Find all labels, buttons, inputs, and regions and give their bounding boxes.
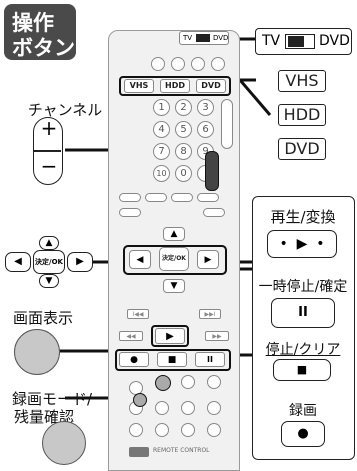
dpad-callout: ▲ ◀ 決定/OK ▶ ▼ (3, 236, 93, 288)
rec-label: 録画 (289, 403, 317, 419)
remote-round-button-4[interactable] (211, 57, 225, 71)
remote-help-button[interactable] (171, 57, 185, 71)
remote-switch-dvd: DVD (213, 34, 229, 42)
remote-oval-5[interactable] (119, 208, 141, 217)
screen-display-label: 画面表示 (12, 309, 73, 327)
dpad-enter-key: 決定/OK (33, 250, 65, 274)
remote-round-button-1[interactable] (151, 57, 165, 71)
remote-lower-btn-12[interactable] (207, 423, 221, 437)
remote-oval-1[interactable] (119, 193, 141, 202)
remote-skip-forward[interactable]: ▶▶I (199, 309, 221, 319)
remote-channel-rocker[interactable] (205, 151, 219, 191)
remote-play-button[interactable]: ▶ (155, 328, 185, 344)
dvd-label: DVD (278, 138, 326, 160)
remote-lower-btn-10[interactable] (155, 423, 169, 437)
dpad-up-key: ▲ (39, 236, 59, 250)
remote-lower-btn-8[interactable] (207, 401, 221, 415)
remote-fast-forward[interactable]: ▶▶ (205, 331, 229, 341)
rec-key: ● (281, 421, 325, 447)
switch-track (285, 34, 315, 49)
remote-oval-6[interactable] (203, 208, 225, 217)
badge-line-2: ボタン (12, 36, 75, 60)
play-label: 再生/変換 (270, 208, 336, 226)
number-button-0[interactable]: 0 (175, 165, 192, 182)
remote-screen-display-button[interactable] (155, 375, 171, 391)
remote-lower-btn-6[interactable] (155, 401, 169, 415)
remote-mode-group (119, 76, 231, 96)
number-button-1[interactable]: 1 (153, 99, 170, 116)
number-button-4[interactable]: 4 (153, 121, 170, 138)
remote-tv-dvd-switch[interactable]: TV DVD (179, 31, 229, 45)
remote-dpad-right[interactable]: ▶ (197, 250, 219, 269)
tv-switch-label: TV (262, 33, 281, 49)
channel-rocker-divider (34, 150, 61, 152)
switch-knob (288, 36, 304, 47)
channel-down-button: − (40, 154, 58, 178)
dpad-left-key: ◀ (5, 252, 31, 272)
rec-mode-label-1: 録画モード/ (11, 390, 93, 408)
remote-play-group (151, 325, 189, 347)
remote-volume-rocker[interactable] (221, 99, 233, 149)
remote-rewind[interactable]: ◀◀ (119, 331, 143, 341)
remote-dvd-button[interactable]: DVD (196, 79, 226, 93)
remote-switch-knob (196, 34, 210, 42)
stop-label: 停止/クリア (265, 342, 341, 358)
remote-rec-button[interactable]: ● (119, 352, 149, 367)
remote-dpad-left[interactable]: ◀ (129, 250, 151, 269)
remote-round-button-3[interactable] (191, 57, 205, 71)
rec-mode-button-callout (42, 421, 86, 465)
remote-dpad-down[interactable]: ▼ (163, 279, 185, 293)
remote-rec-mode-button[interactable] (133, 393, 147, 407)
dpad-down-key: ▼ (39, 274, 59, 288)
remote-hdd-button[interactable]: HDD (160, 79, 190, 93)
transport-side-panel: 再生/変換 • ▶ • 一時停止/確定 II 停止/クリア ■ 録画 ● (252, 196, 355, 460)
remote-lower-btn-4[interactable] (207, 375, 221, 389)
remote-pause-button[interactable]: II (195, 352, 225, 367)
number-button-8[interactable]: 8 (175, 143, 192, 160)
remote-switch-tv: TV (183, 34, 193, 42)
remote-transport-group (115, 349, 231, 371)
stop-key: ■ (273, 359, 331, 381)
screen-display-button-callout (14, 329, 60, 375)
remote-brand-logo (129, 447, 149, 457)
remote-stop-button[interactable]: ■ (157, 352, 187, 367)
pause-label: 一時停止/確定 (258, 279, 348, 295)
remote-vhs-button[interactable]: VHS (124, 79, 154, 93)
play-key: • ▶ • (267, 230, 337, 258)
number-button-6[interactable]: 6 (197, 121, 214, 138)
remote-lower-btn-7[interactable] (181, 401, 195, 415)
remote-oval-4[interactable] (197, 193, 219, 202)
remote-dpad-enter[interactable]: 決定/OK (159, 247, 189, 271)
remote-lower-btn-3[interactable] (181, 375, 195, 389)
remote-lower-btn-11[interactable] (181, 423, 195, 437)
remote-skip-back[interactable]: I◀◀ (127, 309, 149, 319)
remote-brand-label: REMOTE CONTROL (153, 447, 210, 454)
remote-oval-2[interactable] (145, 193, 167, 202)
channel-label: チャンネル (27, 101, 103, 119)
remote-dpad-group (123, 245, 227, 275)
remote-dpad-up[interactable]: ▲ (163, 227, 185, 241)
tv-dvd-switch-callout: TV DVD (255, 28, 352, 55)
number-button-3[interactable]: 3 (197, 99, 214, 116)
number-button-7[interactable]: 7 (153, 143, 170, 160)
dpad-right-key: ▶ (67, 252, 93, 272)
number-button-5[interactable]: 5 (175, 121, 192, 138)
remote-oval-3[interactable] (171, 193, 193, 202)
vhs-label: VHS (278, 70, 326, 92)
remote-control: TV DVD VHS HDD DVD 1 2 3 4 5 6 7 8 9 10 … (108, 30, 240, 471)
badge-line-1: 操作 (12, 11, 54, 35)
operation-buttons-badge: 操作 ボタン (4, 4, 76, 60)
hdd-label: HDD (278, 104, 326, 126)
pause-key: II (271, 298, 335, 328)
number-button-10[interactable]: 10 (153, 165, 170, 182)
channel-rocker: + − (33, 116, 63, 185)
dvd-switch-label: DVD (319, 33, 350, 49)
number-button-2[interactable]: 2 (175, 99, 192, 116)
channel-up-button: + (40, 116, 58, 140)
remote-lower-btn-9[interactable] (129, 423, 143, 437)
